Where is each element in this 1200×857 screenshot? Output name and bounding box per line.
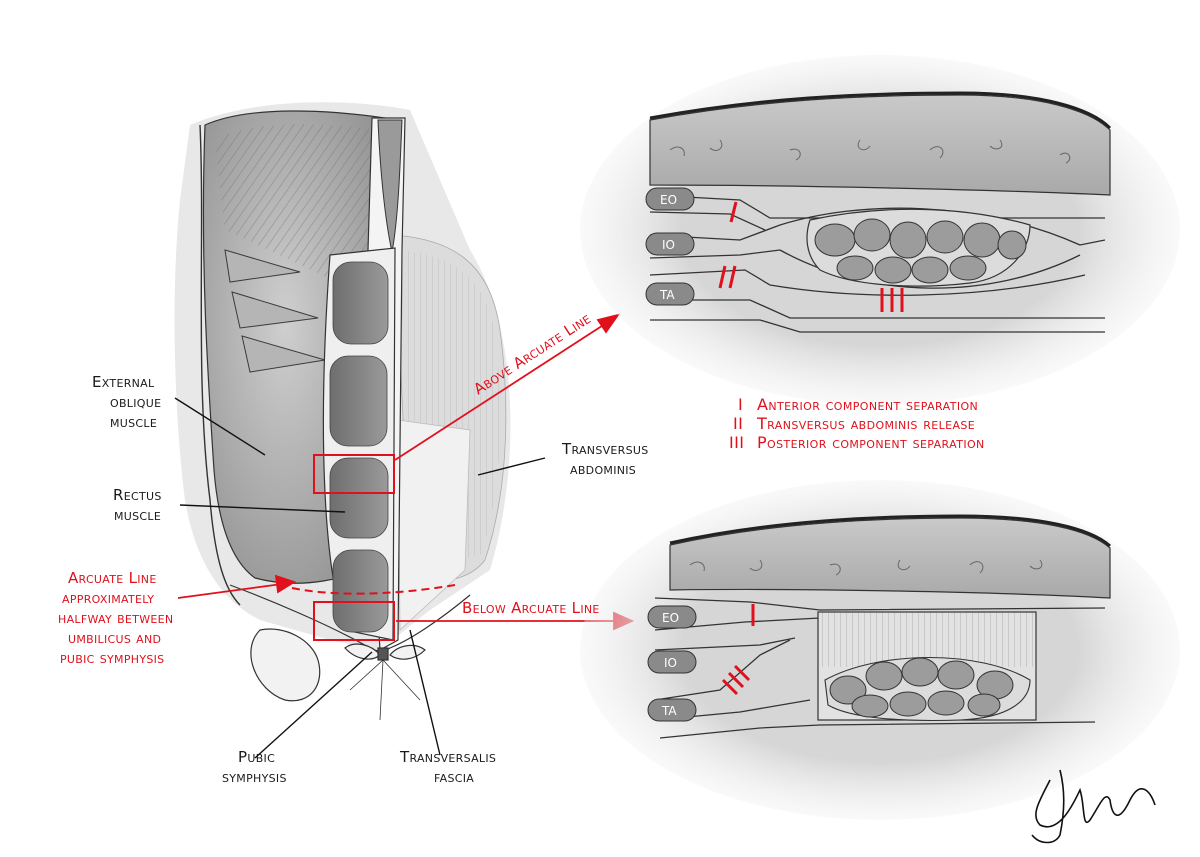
rectus-bundles-top	[814, 218, 1027, 284]
label-external-oblique: External oblique muscle	[92, 373, 161, 431]
torso-illustration	[174, 102, 511, 721]
svg-text:Transversalis: Transversalis	[399, 748, 496, 766]
svg-text:Arcuate Line: Arcuate Line	[68, 569, 157, 587]
label-transversus-abdominis: Transversus abdominis	[561, 440, 649, 478]
svg-text:muscle: muscle	[110, 413, 157, 431]
eo-tag: EO	[660, 193, 677, 207]
svg-text:muscle: muscle	[114, 506, 161, 524]
artist-signature	[1031, 769, 1156, 844]
label-arcuate-line: Arcuate Line approximately halfway betwe…	[58, 569, 173, 667]
incision-marks-bottom	[721, 604, 755, 696]
label-transversalis-fascia: Transversalis fascia	[399, 748, 496, 786]
ta-tag-bottom: TA	[661, 704, 677, 718]
svg-text:III: III	[729, 433, 744, 452]
io-muscle-block-bottom	[647, 650, 697, 674]
above-arcuate-cross-section: EO IO TA	[580, 55, 1180, 405]
svg-text:halfway between: halfway between	[58, 609, 173, 627]
svg-text:abdominis: abdominis	[570, 460, 636, 478]
io-tag: IO	[662, 238, 675, 252]
ta-muscle-block-bottom	[647, 698, 697, 722]
fascia-layers-top	[649, 194, 1106, 333]
svg-text:umbilicus and: umbilicus and	[68, 629, 161, 647]
svg-text:Transversus abdominis release: Transversus abdominis release	[756, 414, 975, 433]
legend-item-3: III Posterior component separation	[729, 433, 985, 452]
arcuate-line	[291, 584, 456, 595]
legend-item-1: I Anterior component separation	[738, 395, 978, 414]
eo-tag-bottom: EO	[662, 611, 679, 625]
ta-tag: TA	[659, 288, 675, 302]
incision-legend: I Anterior component separation II Trans…	[729, 395, 985, 452]
svg-text:I: I	[738, 395, 743, 414]
svg-text:Rectus: Rectus	[113, 486, 162, 504]
above-arcuate-box	[313, 454, 395, 494]
below-arcuate-box	[313, 601, 395, 641]
label-pubic-symphysis: Pubic symphysis	[222, 748, 287, 786]
svg-text:symphysis: symphysis	[222, 768, 287, 786]
pelvis	[229, 584, 471, 721]
below-arcuate-cross-section: EO IO TA	[580, 480, 1180, 820]
eo-muscle-block	[645, 187, 695, 211]
svg-text:II: II	[733, 414, 743, 433]
serratus-slips	[224, 249, 326, 373]
svg-text:External: External	[92, 373, 155, 391]
leader-lines	[174, 397, 546, 759]
label-below-arcuate: Below Arcuate Line	[462, 599, 600, 617]
svg-text:Transversus: Transversus	[561, 440, 649, 458]
subcutaneous-fat-top	[649, 94, 1111, 196]
label-rectus: Rectus muscle	[113, 486, 162, 524]
subcutaneous-fat-bottom	[669, 517, 1111, 599]
svg-text:oblique: oblique	[110, 393, 161, 411]
svg-text:pubic symphysis: pubic symphysis	[60, 649, 164, 667]
svg-text:approximately: approximately	[62, 589, 154, 607]
rectus-muscle-segments	[329, 261, 389, 633]
svg-text:fascia: fascia	[434, 768, 474, 786]
svg-text:Anterior component separation: Anterior component separation	[757, 395, 978, 414]
legend-item-2: II Transversus abdominis release	[733, 414, 975, 433]
rectus-bundles-bottom	[829, 657, 1014, 718]
svg-text:Posterior component separation: Posterior component separation	[757, 433, 985, 452]
io-tag-bottom: IO	[664, 656, 677, 670]
eo-muscle-block-bottom	[647, 605, 697, 629]
torso-outline	[199, 124, 241, 606]
svg-text:Pubic: Pubic	[238, 748, 275, 766]
ta-muscle-block	[645, 282, 695, 306]
incision-marks-top	[718, 201, 904, 312]
io-muscle-block	[645, 232, 695, 256]
